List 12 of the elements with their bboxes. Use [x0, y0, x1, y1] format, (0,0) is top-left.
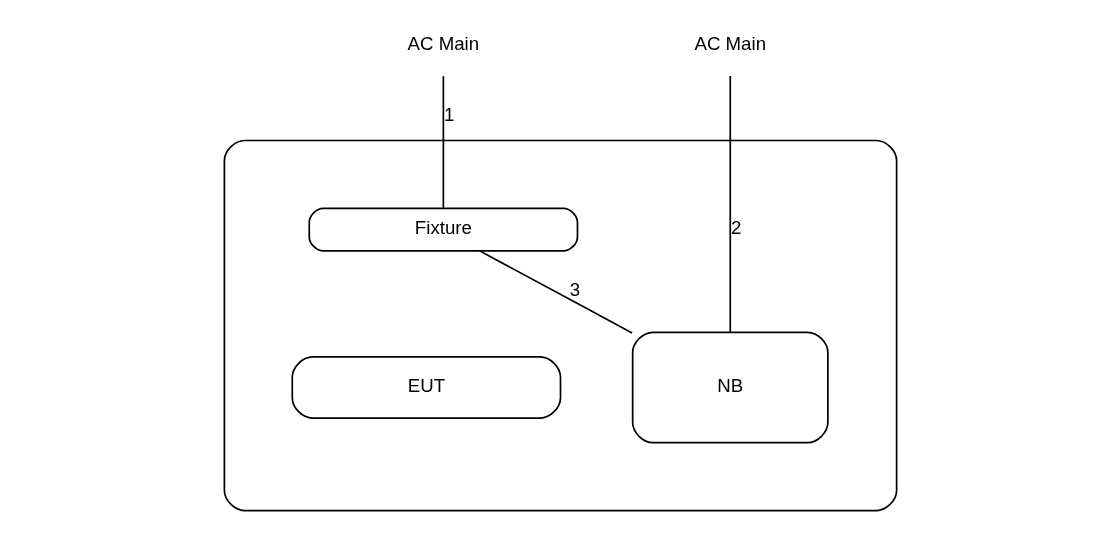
node-box: NB	[631, 331, 829, 444]
connector	[442, 75, 444, 209]
node-box: Fixture	[307, 207, 578, 252]
node-text: AC Main	[693, 33, 766, 55]
connector	[728, 75, 731, 334]
node-box: EUT	[290, 356, 561, 419]
edge-label: 1	[443, 104, 454, 126]
connector	[478, 250, 633, 334]
cluster	[223, 139, 897, 512]
node-text: AC Main	[407, 33, 479, 55]
edge-label: 2	[730, 217, 741, 239]
edge-label: 3	[569, 279, 580, 301]
